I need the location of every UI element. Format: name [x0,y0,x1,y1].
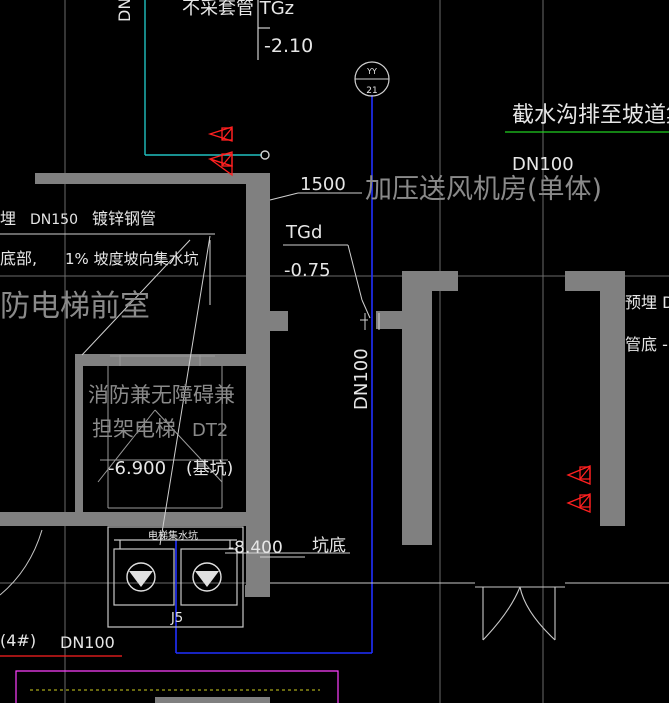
door-swing [270,582,669,641]
blue-riser-pipe [175,95,373,654]
elevator-lobby-label: 防电梯前室 [0,289,150,324]
pump-icon-left [126,562,156,592]
sleeve-symbol [360,313,380,330]
elevation-top: -2.10 [264,35,313,57]
slope-note: 1% 坡度坡向集水坑 [65,250,199,268]
slope-prefix: 底部, [0,249,37,268]
bottom-left-dn: DN100 [60,633,115,652]
dn100-right: DN100 [512,154,574,175]
white-leader-top [257,0,270,60]
top-partial-label: 不采套管 TGz [182,0,294,19]
top-dn-partial: DN [115,0,134,22]
fan-room-label: 加压送风机房(单体) [365,174,602,205]
bottom-left-tag: (4#) [0,631,36,650]
dimension-1500: 1500 [300,174,346,195]
pipe-spec-material: 镀锌钢管 [92,209,156,228]
walls [0,173,625,597]
pit-elevation: -6.900 [108,458,166,479]
wall-outlines [97,355,228,509]
trench-label: 截水沟排至坡道集水 [512,103,669,128]
riser-tag-top: YY [366,67,377,76]
elevator-tag: DT2 [192,420,228,441]
elevator-name-line1: 消防兼无障碍兼 [88,383,235,407]
red-valve-symbols [207,126,591,513]
pipe-spec-dn: DN150 [30,212,78,228]
pit-note: (基坑) [186,459,233,479]
right-prebury-label: 预埋 D [625,293,669,312]
riser-tag [354,61,390,97]
sump-bottom-label: 坑底 [312,536,346,556]
sump-elevation: -8.400 [228,538,283,558]
pump-tag: J5 [170,611,183,626]
leader-lines [0,192,371,558]
sump-small-label: 电梯集水坑 [148,529,198,542]
pipe-spec-prefix: 埋 [0,209,16,228]
pump-icon-right [192,562,222,592]
sump-pit [107,526,244,628]
magenta-outline [15,670,339,703]
elevation-tgd: -0.75 [284,260,331,281]
riser-tag-bottom: 21 [366,86,377,96]
tgd-label: TGd [285,222,322,243]
riser-dn100-vertical: DN100 [351,348,372,410]
left-arc [0,529,43,596]
cyan-pipe [144,0,270,160]
elevator-name-line2: 担架电梯 [92,417,176,441]
right-pipe-bottom-label: 管底 - [625,335,668,354]
